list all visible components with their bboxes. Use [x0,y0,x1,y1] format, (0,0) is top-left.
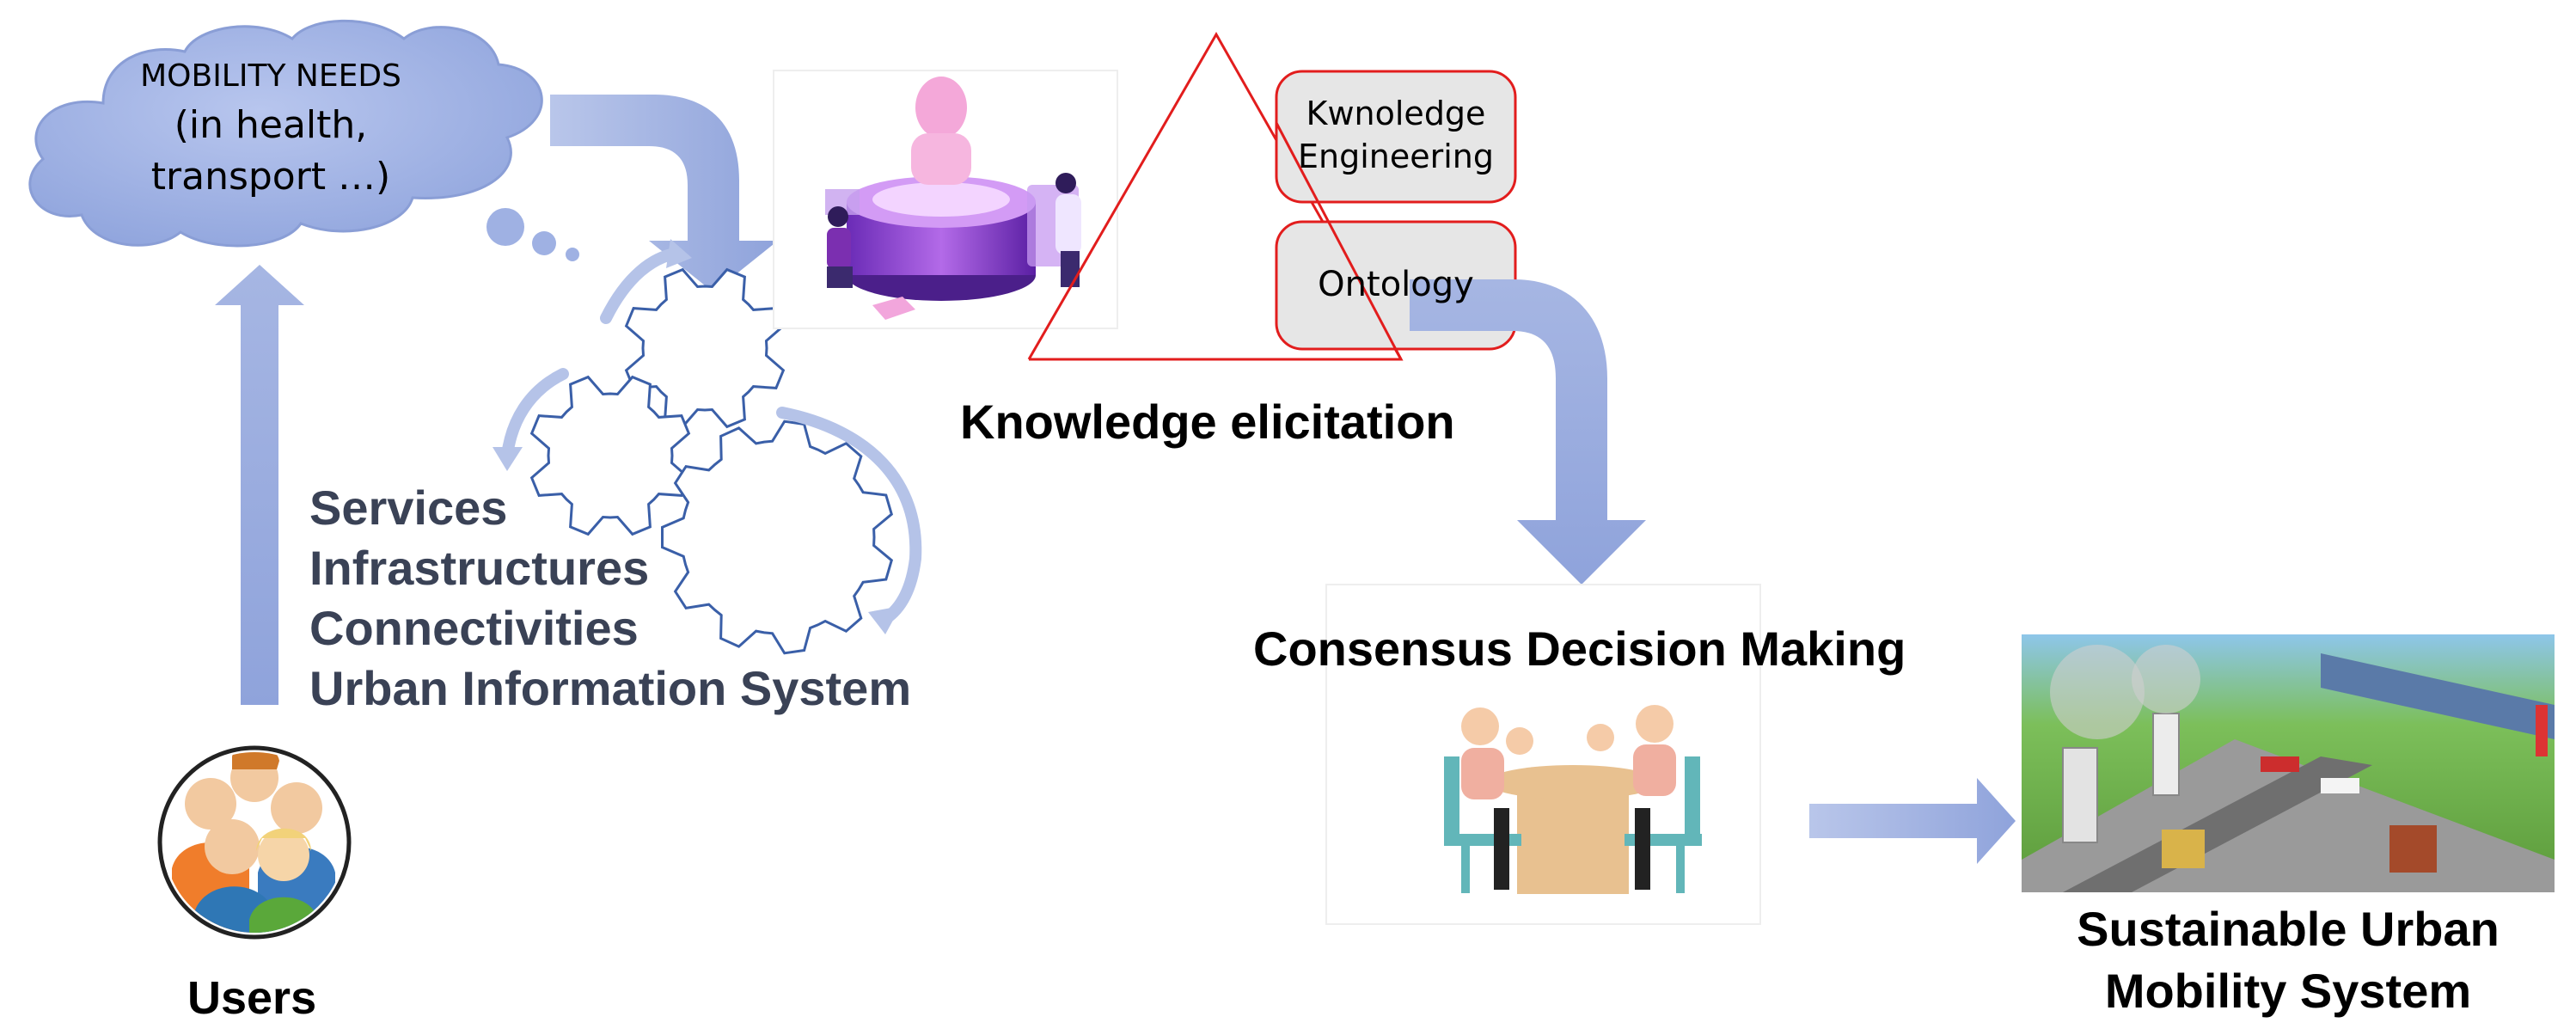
knowledge-engineering-line-1: Kwnoledge [1306,95,1486,132]
consensus-to-city-arrow [1809,778,2016,864]
result-line-2: Mobility System [2104,964,2472,1018]
gear-icon [624,267,786,429]
meeting-illustration [1325,584,1761,925]
ontology-label: Ontology [1318,265,1474,304]
result-line-1: Sustainable Urban [2077,902,2500,956]
knowledge-engineering-line-2: Engineering [1298,138,1494,175]
gears-cluster [529,267,894,655]
gear-icon [661,420,894,655]
urban-info-system-item: Urban Information System [309,661,912,715]
users-avatar-icon [157,745,352,940]
services-item: Services [309,481,508,535]
knowledge-elicitation-title: Knowledge elicitation [960,395,1455,449]
cloud-line-1: MOBILITY NEEDS [140,58,401,94]
knowledge-illustration [773,70,1118,329]
knowledge-engineering-box [1275,70,1517,204]
users-to-cloud-arrow [215,265,304,705]
gear-icon [529,375,691,536]
connectivities-item: Connectivities [309,601,639,655]
gear-rotation-arrowheads [493,239,901,634]
triangle-edge-overlay [1275,122,1403,360]
ontology-to-consensus-arrow [1410,279,1646,585]
cloud-line-2: (in health, [174,103,368,147]
users-label: Users [187,972,317,1024]
cloud-line-3: transport …) [150,155,391,199]
cloud-to-gears-arrow [550,95,778,292]
gear-rotation-arrows [501,248,922,625]
smart-city-illustration [2022,634,2555,892]
consensus-title: Consensus Decision Making [1253,622,1906,676]
infrastructures-item: Infrastructures [309,541,650,595]
mobility-needs-cloud [28,19,579,261]
